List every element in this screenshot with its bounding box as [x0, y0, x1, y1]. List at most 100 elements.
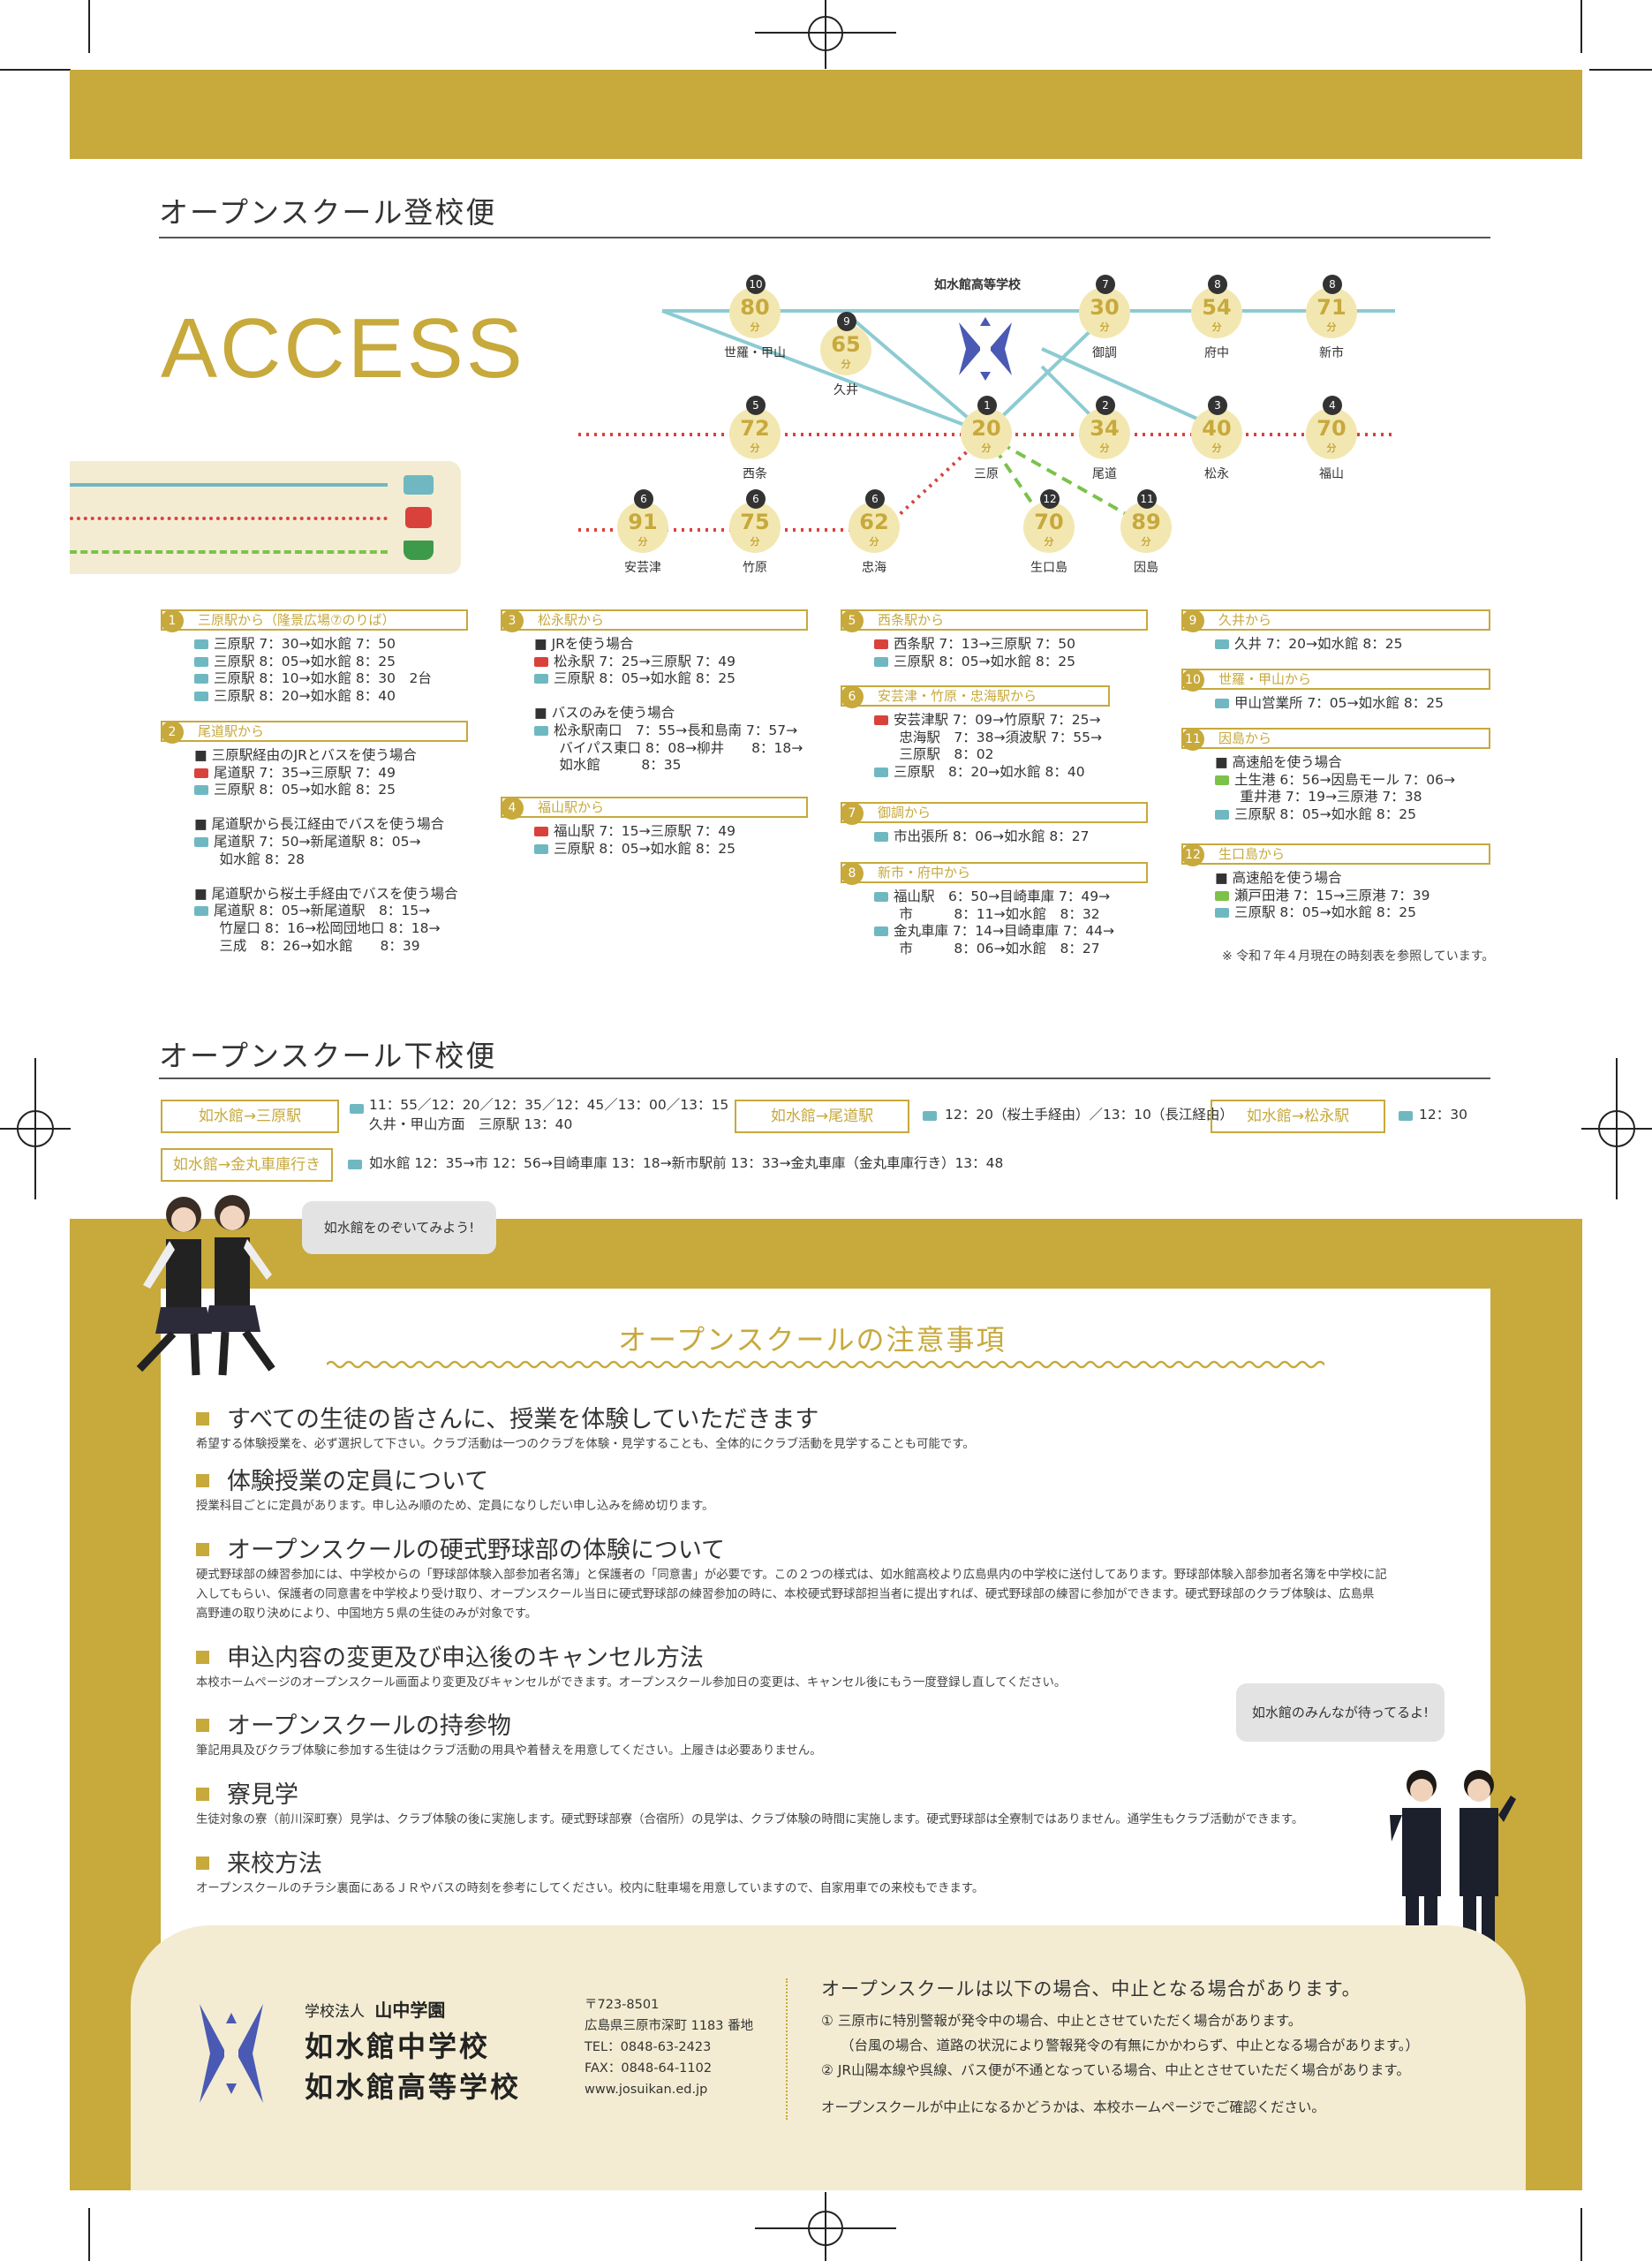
crop-mark	[808, 2211, 843, 2246]
map-station-10: 6 91 分 安芸津	[617, 489, 668, 590]
school-name-jhs: 如水館中学校	[305, 2030, 491, 2063]
travel-time-badge: 71 分	[1306, 287, 1357, 338]
departure-mihara-times: 11：55／12：20／12：35／12：45／13：00／13：15 久井・甲…	[369, 1097, 729, 1132]
bullet-square-icon	[196, 1788, 209, 1801]
route-number-badge: 12	[1181, 843, 1204, 866]
station-number-badge: 5	[746, 396, 766, 415]
note-body: オープンスクールのチラシ裏面にあるＪＲやバスの時刻を参考にしてください。校内に駐…	[196, 1882, 984, 1895]
station-number-badge: 6	[746, 489, 766, 509]
map-station-14: 11 89 分 因島	[1120, 489, 1172, 590]
departure-mihara-label: 如水館→三原駅	[161, 1100, 339, 1133]
route-number-badge: 6	[841, 685, 864, 708]
travel-time-minutes: 91	[628, 510, 658, 534]
travel-time-minutes: 62	[859, 510, 889, 534]
travel-time-badge: 80 分	[729, 287, 781, 338]
route-title: 福山駅から	[538, 799, 605, 815]
route-title: 安芸津・竹原・忠海駅から	[878, 688, 1037, 704]
cancel-item-1: ① 三原市に特別警報が発令中の場合、中止とさせていただく場合があります。	[821, 2013, 1302, 2029]
website-link[interactable]: www.josuikan.ed.jp	[585, 2083, 708, 2097]
note-heading-text: 申込内容の変更及び申込後のキャンセル方法	[227, 1645, 704, 1672]
bus-icon	[1215, 809, 1229, 820]
travel-time-minutes: 75	[740, 510, 770, 534]
bus-icon	[194, 785, 208, 796]
access-heading: ACCESS	[161, 301, 525, 396]
station-label: 世羅・甲山	[724, 346, 786, 360]
note-heading: 寮見学	[196, 1775, 298, 1810]
map-station-13: 12 70 分 生口島	[1023, 489, 1075, 590]
route-number-badge: 3	[501, 609, 524, 632]
fax: FAX：0848-64-1102	[585, 2061, 713, 2076]
note-heading: 体験授業の定員について	[196, 1462, 488, 1496]
bus-icon	[534, 725, 548, 736]
travel-time-badge: 91 分	[617, 502, 668, 553]
ship-route-line	[984, 433, 1149, 528]
train-icon	[874, 639, 888, 649]
cancel-list: ① 三原市に特別警報が発令中の場合、中止とさせていただく場合があります。 （台風…	[821, 2008, 1419, 2120]
travel-time-badge: 65 分	[820, 324, 871, 375]
travel-time-unit: 分	[869, 536, 879, 548]
bullet-square-icon	[196, 1474, 209, 1487]
bus-icon	[194, 639, 208, 649]
travel-time-minutes: 70	[1316, 416, 1346, 441]
train-icon	[874, 715, 888, 725]
travel-time-unit: 分	[1211, 321, 1222, 333]
station-label: 竹原	[743, 561, 767, 575]
station-number-badge: 6	[634, 489, 653, 509]
train-icon	[534, 656, 548, 667]
station-number-badge: 10	[746, 275, 766, 294]
crop-mark	[825, 2192, 826, 2261]
station-label: 府中	[1204, 346, 1229, 360]
route-times: 久井 7：20→如水館 8：25	[1215, 636, 1403, 654]
note-heading-text: 来校方法	[227, 1850, 322, 1878]
crop-mark	[825, 0, 826, 69]
bus-icon	[194, 674, 208, 684]
contact-block: 〒723-8501 広島県三原市深町 1183 番地 TEL：0848-63-2…	[585, 1994, 753, 2100]
travel-time-minutes: 40	[1202, 416, 1232, 441]
train-legend-line	[70, 517, 388, 520]
route-number-badge: 11	[1181, 728, 1204, 751]
route-title: 新市・府中から	[878, 865, 971, 881]
travel-time-unit: 分	[750, 321, 760, 333]
travel-time-badge: 62 分	[849, 502, 900, 553]
bus-icon	[348, 1160, 362, 1169]
crop-mark	[0, 69, 71, 71]
note-heading: オープンスクールの持参物	[196, 1706, 511, 1741]
station-label: 福山	[1319, 467, 1344, 481]
crop-mark	[1589, 69, 1652, 71]
travel-time-unit: 分	[750, 442, 760, 454]
station-number-badge: 7	[1096, 275, 1115, 294]
route-title: 因島から	[1218, 730, 1272, 746]
timetable-note: ※ 令和７年４月現在の時刻表を参照しています。	[1222, 949, 1495, 964]
note-body: 硬式野球部の練習参加には、中学校からの「野球部体験入部参加者名簿」と保護者の「同…	[196, 1569, 1387, 1621]
travel-time-unit: 分	[1211, 442, 1222, 454]
school-name-hs: 如水館高等学校	[305, 2070, 522, 2104]
bus-icon	[1399, 1111, 1413, 1121]
ship-icon	[1215, 775, 1229, 785]
station-number-badge: 1	[977, 396, 997, 415]
station-label: 西条	[743, 467, 767, 481]
station-label: 安芸津	[624, 561, 661, 575]
travel-time-badge: 40 分	[1191, 408, 1242, 459]
travel-time-unit: 分	[1044, 536, 1054, 548]
postal-code: 〒723-8501	[585, 1998, 660, 2012]
bus-icon	[350, 1104, 364, 1114]
crop-mark	[1580, 0, 1582, 53]
station-number-badge: 4	[1323, 396, 1342, 415]
bullet-square-icon	[196, 1412, 209, 1425]
route-number-badge: 2	[161, 721, 184, 744]
map-station-3: 8 54 分 府中	[1191, 275, 1242, 375]
station-number-badge: 9	[837, 312, 856, 331]
travel-time-minutes: 80	[740, 295, 770, 320]
route-title: 生口島から	[1218, 846, 1286, 862]
route-number-badge: 1	[161, 609, 184, 632]
train-icon	[405, 507, 432, 528]
